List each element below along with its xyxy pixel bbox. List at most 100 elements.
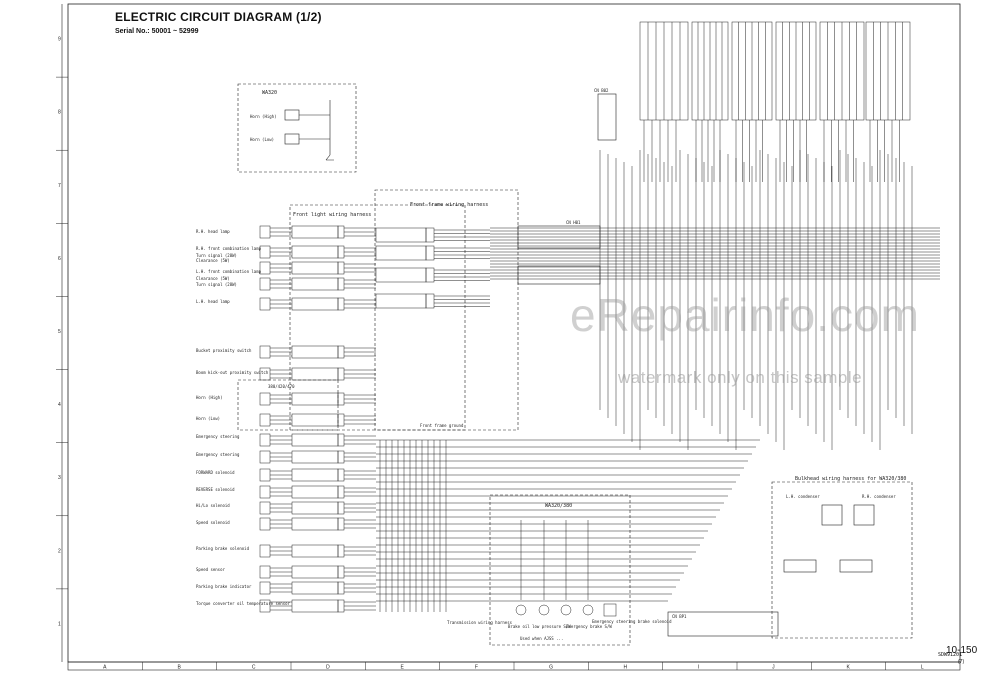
component-symbol bbox=[259, 245, 271, 259]
grid-col-D: D bbox=[326, 665, 330, 671]
grid-row-2: 2 bbox=[58, 548, 61, 554]
component-symbol bbox=[259, 468, 271, 482]
component-label: Turn signal (28W) bbox=[196, 253, 237, 258]
page-number: 10-150 bbox=[946, 645, 978, 656]
connector-block bbox=[291, 485, 339, 499]
emergency-steering-solenoid-label: Emergency steering brake solenoid bbox=[592, 619, 672, 624]
connector-pin bbox=[425, 267, 435, 283]
connector-block bbox=[291, 501, 339, 515]
grid-row-3: 3 bbox=[58, 475, 61, 481]
component-symbol bbox=[259, 367, 271, 381]
component-symbol bbox=[259, 544, 271, 558]
component-label: Emergency steering bbox=[196, 452, 240, 457]
grid-col-G: G bbox=[549, 665, 553, 671]
connector-block bbox=[375, 293, 427, 309]
grid-col-I: I bbox=[698, 665, 699, 671]
front-frame-harness-label: Front frame wiring harness bbox=[410, 202, 488, 208]
sensor-symbol bbox=[515, 604, 527, 616]
bulkhead-harness-frame bbox=[771, 481, 913, 639]
component-symbol bbox=[259, 565, 271, 579]
component-symbol bbox=[259, 517, 271, 531]
connector-block bbox=[291, 433, 339, 447]
connector-pin bbox=[337, 245, 345, 259]
connector-pin bbox=[337, 225, 345, 239]
connector-block bbox=[291, 392, 339, 406]
rh-condenser-label: R.H. condenser bbox=[862, 494, 896, 499]
component-symbol bbox=[259, 225, 271, 239]
grid-row-5: 5 bbox=[58, 329, 61, 335]
component-label: Clearance (5W) bbox=[196, 276, 230, 281]
connector-block bbox=[291, 277, 339, 291]
component-label: FORWARD solenoid bbox=[196, 470, 235, 475]
connector-pin bbox=[337, 392, 345, 406]
connector-pin bbox=[425, 227, 435, 243]
connector-block bbox=[291, 517, 339, 531]
component-label: Boom kick-out proximity switch bbox=[196, 370, 269, 375]
diagram-title: ELECTRIC CIRCUIT DIAGRAM (1/2) bbox=[115, 10, 322, 24]
connector-pin bbox=[337, 450, 345, 464]
used-when-label: Used when AJSS ... bbox=[520, 636, 563, 641]
connector-pin bbox=[337, 599, 345, 613]
connector-block bbox=[291, 468, 339, 482]
connector-block bbox=[291, 367, 339, 381]
connector-b02-label: CN B02 bbox=[594, 88, 609, 93]
connector-block bbox=[291, 225, 339, 239]
connector-block bbox=[375, 245, 427, 261]
component-label: L.H. front combination lamp bbox=[196, 269, 262, 274]
component-label: REVERSE solenoid bbox=[196, 487, 235, 492]
connector-h01-label: CN H01 bbox=[566, 220, 581, 225]
grid-row-7: 7 bbox=[58, 183, 61, 189]
connector-pin bbox=[337, 468, 345, 482]
connector-pin bbox=[337, 433, 345, 447]
connector-block bbox=[291, 297, 339, 311]
sensor-symbol bbox=[582, 604, 594, 616]
component-label: Horn (High) bbox=[196, 395, 223, 400]
grid-col-A: A bbox=[103, 665, 107, 671]
watermark-site: eRepairinfo.com bbox=[570, 289, 920, 341]
component-symbol bbox=[259, 599, 271, 613]
component-label: Bucket proximity switch bbox=[196, 348, 252, 353]
connector-block bbox=[291, 599, 339, 613]
front-light-harness-label: Front light wiring harness bbox=[293, 212, 371, 218]
component-label: Horn (Low) bbox=[196, 416, 220, 421]
model-box-top bbox=[237, 83, 357, 173]
transmission-harness-label: Transmission wiring harness bbox=[447, 620, 513, 625]
emergency-brake-switch-label: Emergency brake S/W bbox=[566, 624, 612, 629]
serial-number: Serial No.: 50001 ~ 52999 bbox=[115, 28, 199, 35]
connector-block bbox=[291, 245, 339, 259]
component-label: Parking brake solenoid bbox=[196, 546, 250, 551]
brake-oil-switch-label: Brake oil low pressure S/W bbox=[508, 624, 571, 629]
grid-row-8: 8 bbox=[58, 110, 61, 116]
front-light-harness-frame bbox=[289, 204, 466, 431]
connector-block bbox=[291, 450, 339, 464]
grid-row-1: 1 bbox=[58, 621, 61, 627]
grid-col-E: E bbox=[401, 665, 405, 671]
grid-col-H: H bbox=[624, 665, 628, 671]
connector-pin bbox=[337, 367, 345, 381]
connector-pin bbox=[337, 277, 345, 291]
connector-block bbox=[291, 345, 339, 359]
transmission-sub-frame bbox=[489, 494, 631, 646]
connector-pin bbox=[337, 581, 345, 595]
top-horn-high-label: Horn (High) bbox=[250, 114, 277, 119]
solenoid-symbol bbox=[603, 603, 617, 617]
component-label: Clearance (5W) bbox=[196, 258, 230, 263]
connector-pin bbox=[337, 345, 345, 359]
component-symbol bbox=[259, 581, 271, 595]
transmission-model-label: WA320/380 bbox=[545, 503, 572, 509]
component-label: L.H. head lamp bbox=[196, 299, 230, 304]
connector-pin bbox=[337, 413, 345, 427]
grid-row-6: 6 bbox=[58, 256, 61, 262]
component-label: Parking brake indicator bbox=[196, 584, 252, 589]
front-frame-ground-label: Front frame ground bbox=[420, 423, 464, 428]
component-label: R.H. front combination lamp bbox=[196, 246, 262, 251]
connector-pin bbox=[337, 565, 345, 579]
connector-block bbox=[291, 413, 339, 427]
component-label: Torque converter oil temperature sensor bbox=[196, 601, 291, 606]
connector-pin bbox=[425, 293, 435, 309]
top-horn-low-label: Horn (Low) bbox=[250, 137, 274, 142]
component-label: R.H. head lamp bbox=[196, 229, 230, 234]
component-label: Turn signal (28W) bbox=[196, 282, 237, 287]
connector-pin bbox=[337, 485, 345, 499]
